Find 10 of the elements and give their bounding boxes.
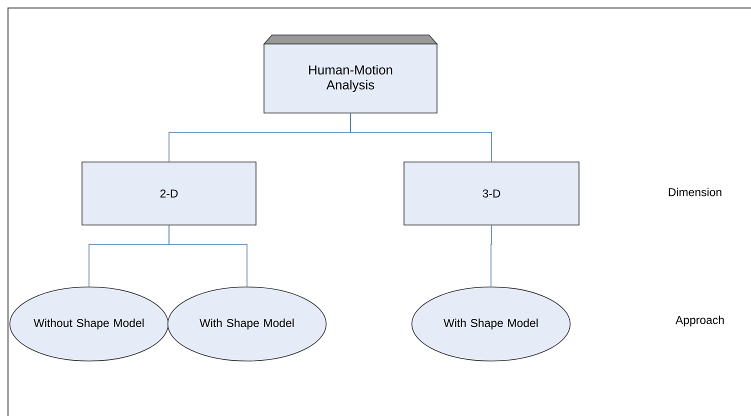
ellipse-node: With Shape Model [411,286,571,362]
connector-line [490,225,492,287]
ellipse-node: Without Shape Model [9,286,169,362]
level-label: Approach [676,316,724,326]
process-box: 3-D [404,162,580,226]
process-box: 2-D [82,162,256,226]
ellipse-node: With Shape Model [167,286,327,362]
connector-line [350,113,492,162]
connector-line [168,225,248,287]
level-label: Dimension [668,188,722,196]
